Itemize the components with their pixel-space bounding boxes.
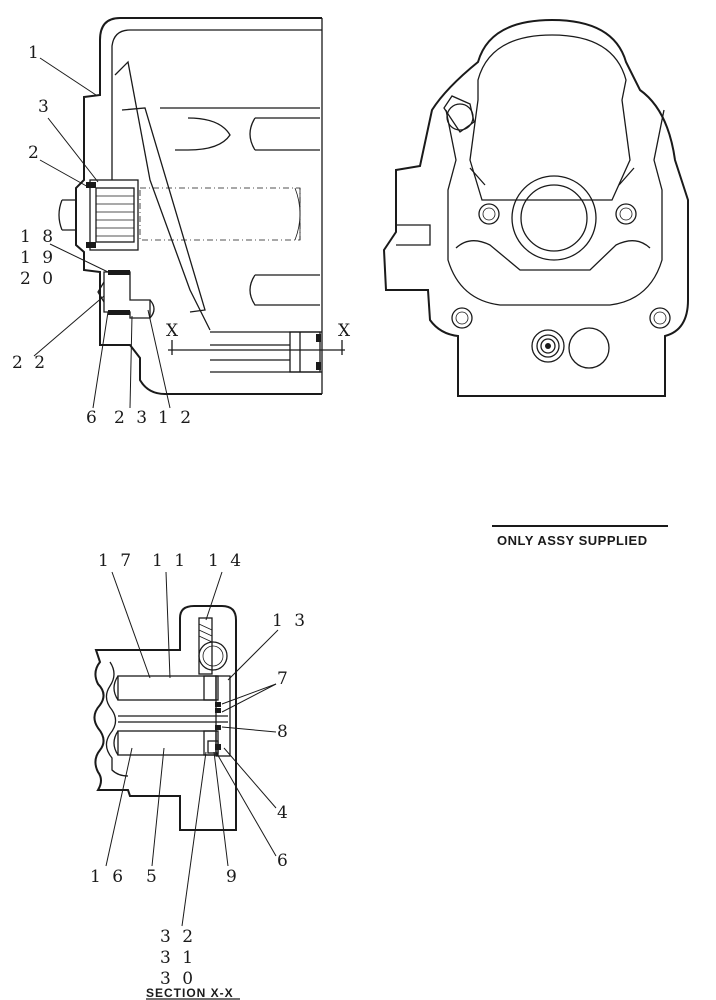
section-x-x-view: [93, 605, 237, 831]
callout-20: 2 0: [20, 269, 56, 289]
section-marker-right: X: [338, 321, 353, 341]
callout-32: 3 2: [160, 927, 196, 947]
section-marker-left: X: [166, 321, 181, 341]
callout-19: 1 9: [20, 248, 56, 268]
callout-1: 1: [28, 43, 42, 63]
callout-23: 2 3: [114, 408, 150, 428]
side-view-callouts: 1 3 2 1 8 1 9 2 0 2 2 6 2 3 1 2: [12, 43, 194, 428]
callout-8: 8: [277, 722, 291, 742]
callout-30: 3 0: [160, 969, 196, 989]
side-section-view: X X: [58, 17, 353, 395]
callout-11: 1 1: [152, 551, 188, 571]
section-title: SECTION X-X: [146, 986, 234, 1000]
front-face-view: [382, 18, 689, 397]
callout-9: 9: [226, 867, 240, 887]
callout-2: 2: [28, 143, 42, 163]
callout-5: 5: [146, 867, 160, 887]
callout-14: 1 4: [208, 551, 244, 571]
callout-18: 1 8: [20, 227, 56, 247]
callout-6b: 6: [277, 851, 291, 871]
callout-7: 7: [277, 669, 291, 689]
section-callouts: 1 7 1 1 1 4 1 3 7 8 4 6 1 6 5 9 3 2 3 1 …: [90, 551, 308, 1000]
callout-16: 1 6: [90, 867, 126, 887]
callout-13: 1 3: [272, 611, 308, 631]
callout-3: 3: [38, 97, 52, 117]
callout-17: 1 7: [98, 551, 134, 571]
supply-note: ONLY ASSY SUPPLIED: [497, 533, 648, 548]
callout-4: 4: [277, 803, 291, 823]
callout-22: 2 2: [12, 353, 48, 373]
callout-6: 6: [86, 408, 100, 428]
callout-12: 1 2: [158, 408, 194, 428]
callout-31: 3 1: [160, 948, 196, 968]
